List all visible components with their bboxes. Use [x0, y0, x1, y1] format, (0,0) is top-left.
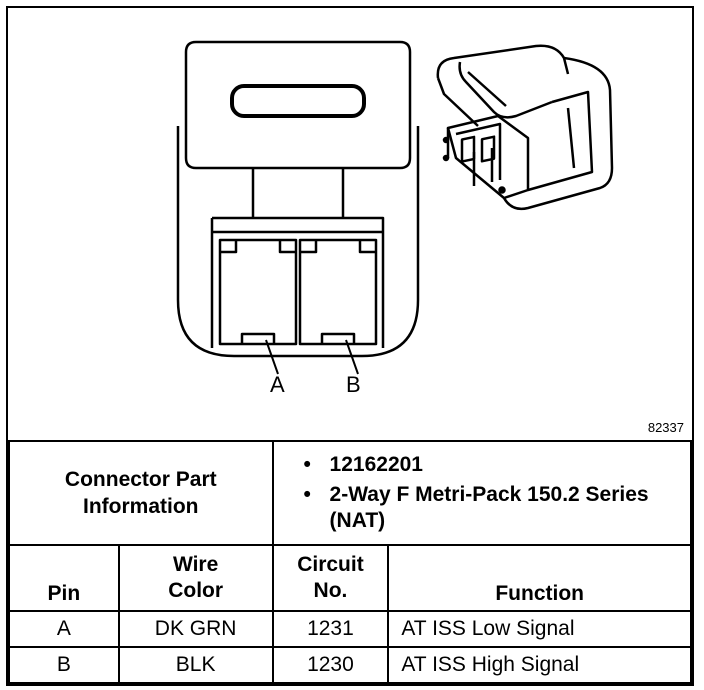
connector-body [176, 126, 420, 358]
row-pin: A [8, 610, 120, 648]
cavity-b [298, 238, 378, 346]
row-pin: B [8, 646, 120, 684]
leader-line-b [345, 339, 359, 375]
row-circuit: 1230 [271, 646, 390, 684]
connector-info-details: 12162201 2-Way F Metri-Pack 150.2 Series… [271, 440, 693, 546]
header-row: Pin Wire Color Circuit No. Function [8, 544, 692, 612]
locking-tab [184, 40, 412, 170]
header-wire-color: Wire Color [117, 544, 274, 612]
tab-slot [230, 84, 366, 118]
header-function: Function [387, 544, 692, 612]
pin-label-b: B [346, 372, 361, 397]
connector-table: Connector Part Information 12162201 2-Wa… [8, 440, 693, 684]
table-row: A DK GRN 1231 AT ISS Low Signal [8, 610, 692, 648]
figure-id: 82337 [647, 420, 684, 435]
connector-type: 2-Way F Metri-Pack 150.2 Series (NAT) [304, 482, 690, 534]
row-wire-color: BLK [117, 646, 274, 684]
row-wire-color: DK GRN [117, 610, 274, 648]
leader-line-a [265, 339, 279, 375]
table-row: B BLK 1230 AT ISS High Signal [8, 646, 692, 684]
pin-label-a: A [270, 372, 285, 397]
header-circuit: Circuit No. [271, 544, 390, 612]
connector-info-label: Connector Part Information [8, 440, 274, 546]
row-function: AT ISS Low Signal [387, 610, 692, 648]
connector-drawing [176, 40, 614, 375]
part-number: 12162201 [304, 452, 690, 478]
connector-info-row: Connector Part Information 12162201 2-Wa… [8, 440, 693, 546]
connector-figure: A B 82337 [8, 8, 692, 440]
row-circuit: 1231 [271, 610, 390, 648]
row-function: AT ISS High Signal [387, 646, 692, 684]
header-pin: Pin [8, 544, 120, 612]
cavity-a [218, 238, 298, 346]
diagram-frame: A B 82337 Connector Part Information 121… [6, 6, 694, 686]
connector-iso-view [436, 44, 614, 211]
